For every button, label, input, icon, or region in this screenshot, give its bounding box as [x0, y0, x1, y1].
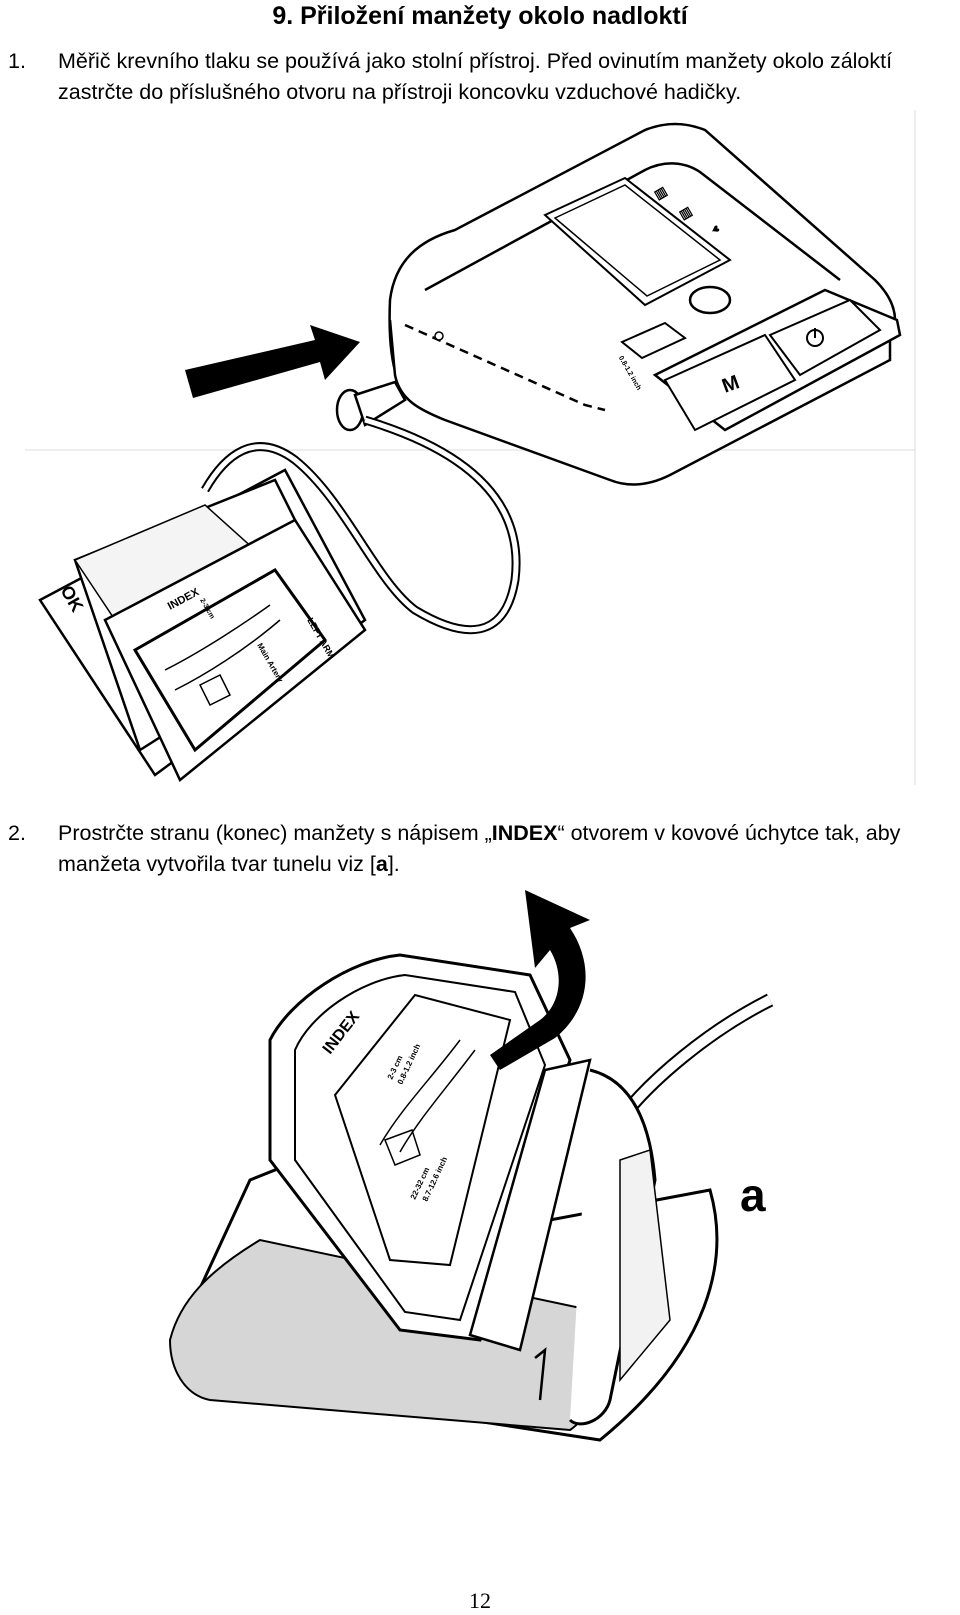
page-number: 12: [469, 1588, 491, 1613]
blood-pressure-monitor: ▤ ▤ ♥: [388, 122, 902, 486]
step-1-number: 1.: [8, 49, 26, 73]
figure-monitor-and-cuff: ▤ ▤ ♥ M OK INDEX LEFT ARM 2-3 cm 0.8-1.2…: [25, 110, 916, 785]
step-2-index-word: INDEX: [491, 821, 558, 845]
step-2-ref-label: a: [375, 852, 388, 876]
power-button: [768, 298, 882, 377]
section-heading: 9. Přiložení manžety okolo nadloktí: [272, 2, 688, 30]
step-2-text-part3: ].: [387, 852, 400, 876]
step-2-number: 2.: [8, 821, 26, 845]
cuff: [168, 953, 719, 1442]
step-1: 1. Měřič krevního tlaku se používá jako …: [8, 46, 958, 108]
m-button-label: M: [719, 371, 742, 397]
insertion-arrow: [185, 325, 360, 398]
arm-sketch: [379, 1039, 476, 1166]
cuff: [38, 468, 367, 782]
figure-label-a: a: [740, 1169, 766, 1221]
step-2: 2. Prostrčte stranu (konec) manžety s ná…: [8, 818, 958, 880]
arm-sketch: [164, 604, 281, 707]
figure-cuff-tunnel: INDEX 2-3 cm 0.8-1.2 inch 22-32 cm 8.7-1…: [168, 890, 774, 1442]
step-1-text: Měřič krevního tlaku se používá jako sto…: [58, 49, 893, 104]
air-tube: [614, 993, 774, 1125]
step-2-text-part2: “ otvorem v kovové úchytce tak, aby manž…: [58, 821, 901, 876]
m-button: [663, 333, 797, 432]
step-2-text: Prostrčte stranu (konec) manžety s nápis…: [58, 818, 958, 880]
round-button: [688, 285, 732, 315]
pull-through-arrow: [490, 890, 590, 1070]
step-2-text-part1: Prostrčte stranu (konec) manžety s nápis…: [58, 821, 492, 845]
tube-connector: [335, 380, 407, 432]
display-screen: [543, 176, 732, 307]
power-icon: [806, 328, 824, 347]
